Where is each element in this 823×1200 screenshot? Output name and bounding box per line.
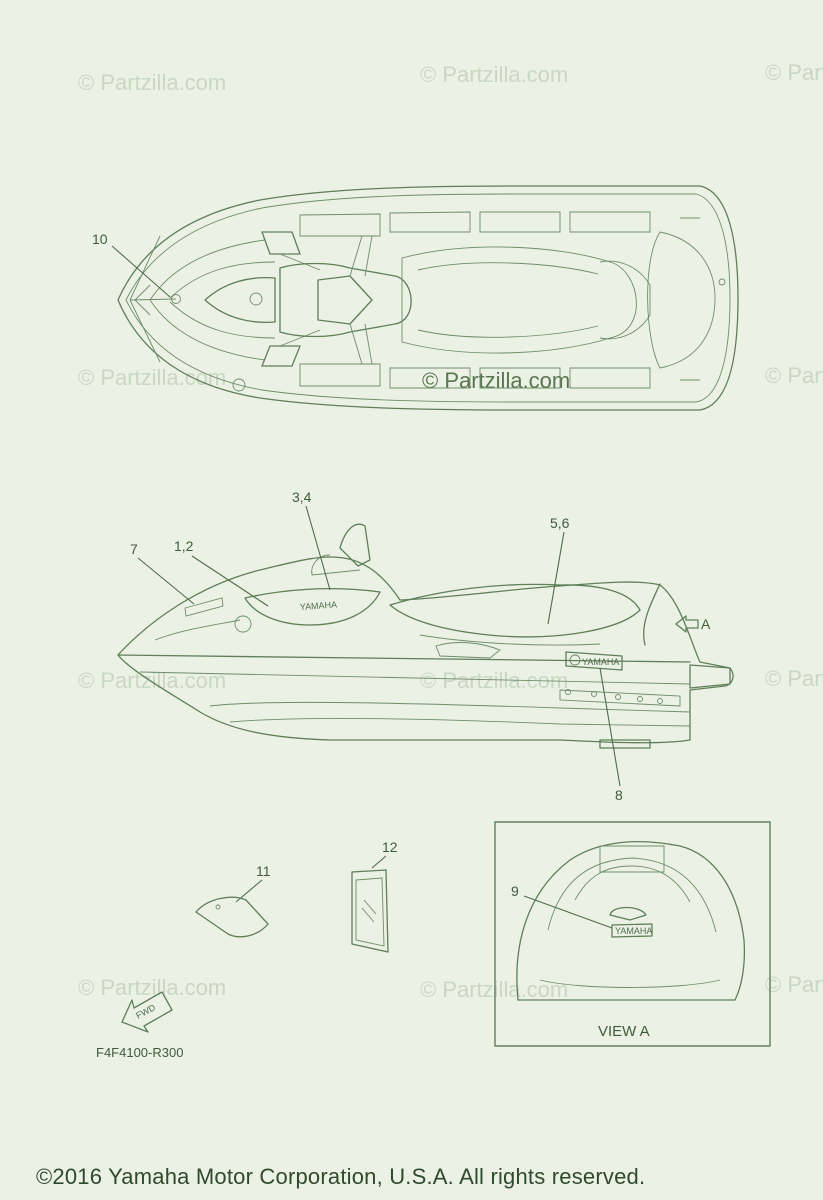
watermark: © Partzilla.com xyxy=(420,62,568,87)
decal-brand-text: YAMAHA xyxy=(299,599,337,612)
callout-10: 10 xyxy=(92,231,171,298)
watermark: © Partzilla.com xyxy=(765,972,823,997)
part-12-card: 12 xyxy=(351,839,398,953)
callout-label: 5,6 xyxy=(550,515,570,531)
watermark: © Partzilla.com xyxy=(78,975,226,1000)
callout-label: 12 xyxy=(382,839,398,855)
arrow-a-label: A xyxy=(701,616,711,632)
callout-7: 7 xyxy=(130,541,195,605)
callout-label: 11 xyxy=(256,863,271,879)
callout-5-6: 5,6 xyxy=(547,515,570,625)
callout-label: 9 xyxy=(511,883,519,899)
watermark: © Partzilla.com xyxy=(765,60,823,85)
watermark: © Partzilla.com xyxy=(765,666,823,691)
watermark: © Partzilla.com xyxy=(765,363,823,388)
callout-label: 1,2 xyxy=(174,538,194,554)
watermark: © Partzilla.com xyxy=(78,668,226,693)
callout-label: 10 xyxy=(92,231,108,247)
callout-label: 8 xyxy=(615,787,623,803)
part-11-decal: 11 xyxy=(195,863,271,938)
watermark-layer: © Partzilla.com © Partzilla.com © Partzi… xyxy=(78,60,823,1002)
copyright-notice: ©2016 Yamaha Motor Corporation, U.S.A. A… xyxy=(36,1164,646,1189)
callout-1-2: 1,2 xyxy=(174,538,269,607)
callout-8: 8 xyxy=(599,667,623,803)
view-a-inset: YAMAHA 9 VIEW A xyxy=(494,821,771,1047)
part-code: F4F4100-R300 xyxy=(96,1045,183,1060)
watermark: © Partzilla.com xyxy=(420,977,568,1002)
view-a-arrow: A xyxy=(675,615,711,633)
decal-brand-text: YAMAHA xyxy=(582,657,619,667)
side-view-watercraft: YAMAHA YAMAHA xyxy=(117,523,734,749)
callout-label: 3,4 xyxy=(292,489,312,505)
fwd-label: FWD xyxy=(134,1002,157,1021)
watermark: © Partzilla.com xyxy=(78,70,226,95)
decal-brand-text: YAMAHA xyxy=(615,926,652,936)
callout-label: 7 xyxy=(130,541,138,557)
view-a-label: VIEW A xyxy=(598,1023,650,1040)
watermark-center: © Partzilla.com xyxy=(422,368,570,393)
callout-3-4: 3,4 xyxy=(292,489,331,591)
watermark: © Partzilla.com xyxy=(78,365,226,390)
top-view-watercraft xyxy=(117,185,739,411)
